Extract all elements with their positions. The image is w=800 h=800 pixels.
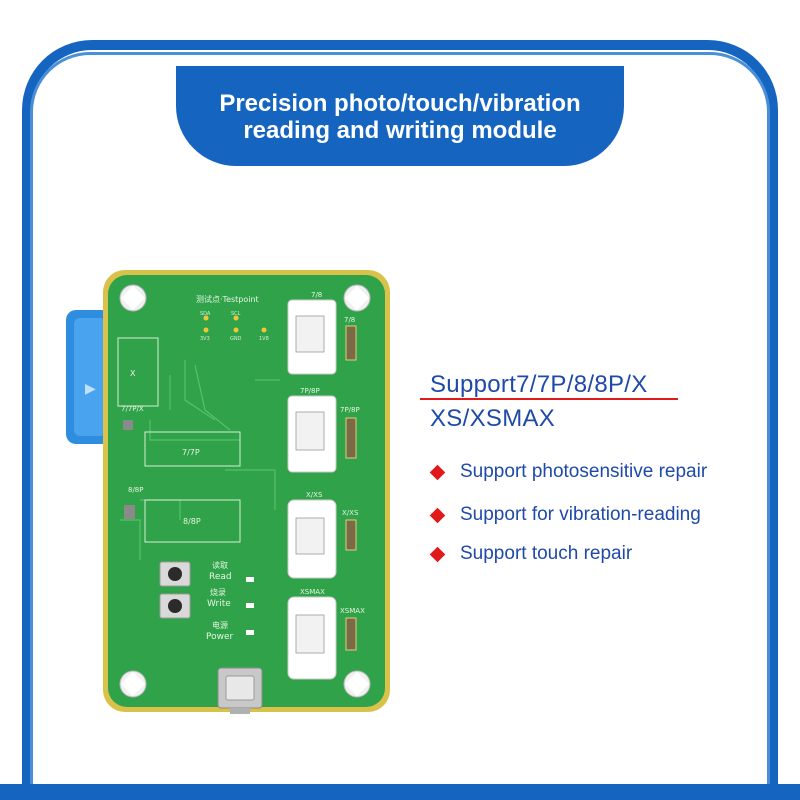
connector-xsmax bbox=[345, 617, 357, 651]
diamond-bullet-icon bbox=[429, 546, 446, 562]
write-label-cn: 烧录 bbox=[210, 587, 226, 597]
pin-scl: SCL bbox=[231, 311, 241, 317]
slot-88p-label: 8/8P bbox=[128, 486, 144, 494]
power-label-cn: 电源 bbox=[212, 620, 228, 630]
screen-78-label: 7/8 bbox=[311, 291, 322, 299]
testpoint-label: 测试点·Testpoint bbox=[196, 294, 259, 304]
pin-sda: SDA bbox=[200, 311, 211, 317]
screen-xsmax-label: XSMAX bbox=[300, 588, 325, 596]
pin-gnd: GND bbox=[230, 336, 242, 342]
feature-item: Support photosensitive repair bbox=[429, 461, 708, 483]
screen-7p8p-label: 7P/8P bbox=[300, 387, 320, 395]
connector-xxs bbox=[345, 519, 357, 551]
slot-77p bbox=[144, 431, 241, 467]
banner-line-1: Precision photo/touch/vibration bbox=[219, 90, 581, 117]
bottom-bar bbox=[0, 784, 800, 800]
power-label: Power bbox=[206, 632, 234, 642]
banner-line-2: reading and writing module bbox=[243, 117, 557, 144]
slot-88p bbox=[144, 499, 241, 543]
connector-xxs-label: X/XS bbox=[342, 509, 359, 517]
inner-frame bbox=[30, 52, 770, 792]
side-arrow-icon: ▶ bbox=[85, 381, 96, 397]
feature-text: Support touch repair bbox=[460, 543, 633, 564]
slot-77p-label: 7/7P bbox=[182, 448, 200, 457]
connector-78 bbox=[345, 325, 357, 361]
write-label: Write bbox=[207, 599, 231, 609]
feature-item: Support for vibration-reading bbox=[429, 504, 701, 526]
slot-77px-label: 7/7P/X bbox=[121, 405, 144, 413]
read-label: Read bbox=[209, 572, 232, 582]
diamond-bullet-icon bbox=[429, 464, 446, 480]
models-line-1: Support7/7P/8/8P/X bbox=[430, 371, 648, 398]
feature-text: Support photosensitive repair bbox=[460, 461, 708, 482]
pin-3v3: 3V3 bbox=[200, 336, 210, 342]
slot-x-label: X bbox=[130, 369, 136, 378]
slot-x bbox=[117, 337, 159, 407]
connector-78-label: 7/8 bbox=[344, 316, 355, 324]
pcb bbox=[108, 275, 385, 707]
connector-7p8p bbox=[345, 417, 357, 459]
connector-xsmax-label: XSMAX bbox=[340, 607, 365, 615]
models-line-2: XS/XSMAX bbox=[430, 405, 556, 432]
screen-xxs-label: X/XS bbox=[306, 491, 323, 499]
feature-text: Support for vibration-reading bbox=[460, 504, 701, 525]
title-banner: Precision photo/touch/vibration reading … bbox=[176, 66, 624, 166]
pin-1v8: 1V8 bbox=[259, 336, 269, 342]
models-underline bbox=[420, 398, 678, 400]
feature-item: Support touch repair bbox=[429, 543, 633, 565]
diamond-bullet-icon bbox=[429, 507, 446, 523]
connector-7p8p-label: 7P/8P bbox=[340, 406, 360, 414]
slot-88p-inner-label: 8/8P bbox=[183, 517, 201, 526]
outer-frame bbox=[22, 40, 778, 792]
supported-models: Support7/7P/8/8P/X XS/XSMAX bbox=[430, 371, 770, 433]
read-label-cn: 读取 bbox=[212, 560, 228, 570]
